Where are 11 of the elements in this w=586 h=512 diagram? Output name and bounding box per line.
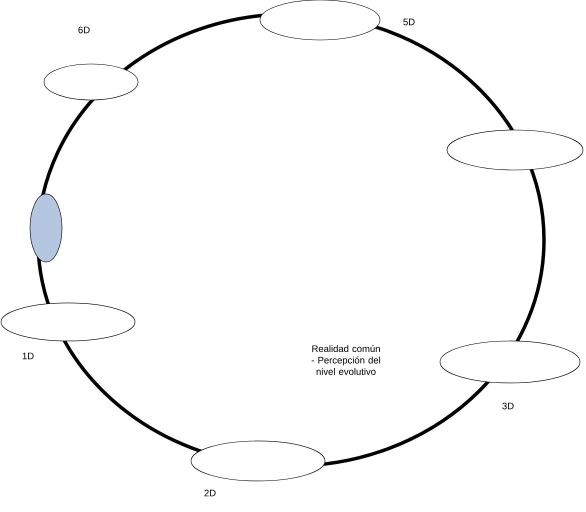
oval (440, 340, 580, 384)
oval (44, 64, 138, 100)
level-label: 2D (204, 490, 216, 496)
level-label: 6D (78, 26, 90, 34)
level-label: 1D (22, 352, 34, 360)
level-label: 5D (403, 18, 415, 26)
oval (190, 440, 326, 482)
oval (446, 130, 584, 170)
oval (0, 302, 136, 342)
oval (30, 194, 62, 262)
level-label: 3D (502, 402, 514, 410)
